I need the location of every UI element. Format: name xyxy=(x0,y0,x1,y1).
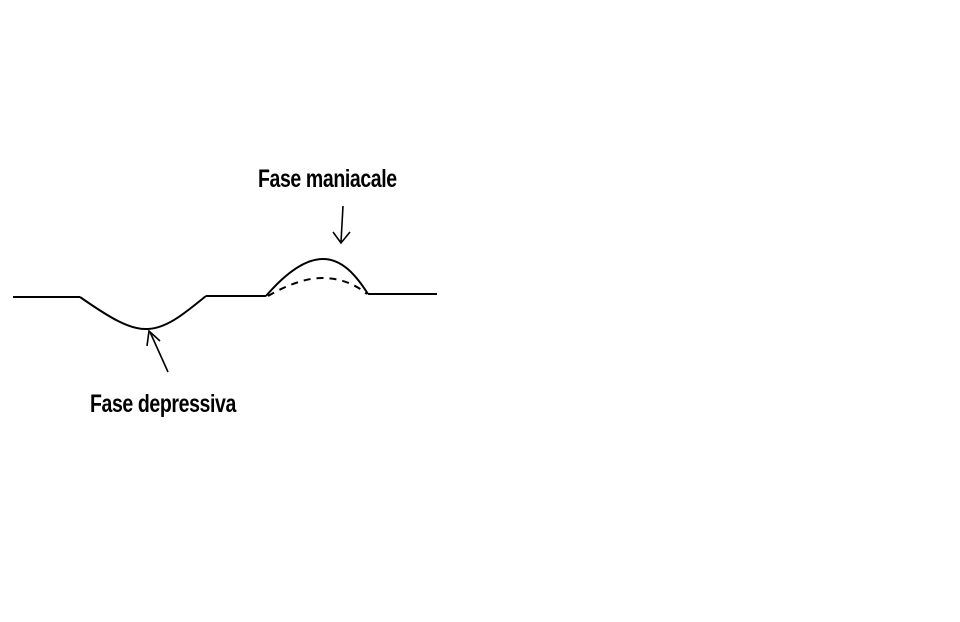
manic-phase-label: Fase maniacale xyxy=(258,165,397,193)
depressive-trough-curve xyxy=(79,295,207,331)
manic-hump-dashed-curve xyxy=(267,276,368,297)
manic-arrow xyxy=(332,205,351,245)
depressive-phase-label: Fase depressiva xyxy=(90,390,236,418)
depressive-arrow xyxy=(146,329,169,373)
manic-hump-curve xyxy=(265,257,369,297)
